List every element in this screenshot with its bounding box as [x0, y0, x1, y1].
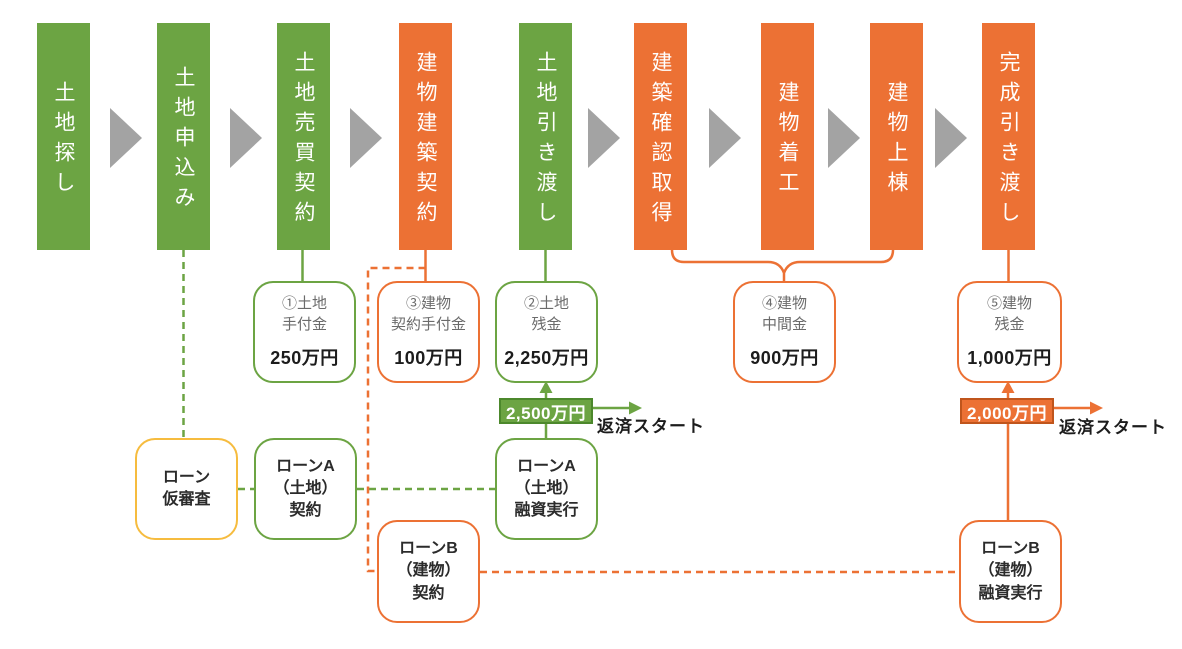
repayment-start-note-b: 返済スタート	[1059, 418, 1167, 437]
payment-label: ④建物中間金	[761, 294, 807, 333]
step-label: 完成引き渡し	[997, 51, 1020, 231]
loan-box-prescreening: ローン 仮審査	[135, 438, 238, 540]
payment-amount: 2,250万円	[504, 348, 589, 369]
repayment-start-note-a: 返済スタート	[597, 417, 705, 436]
flow-arrow-icon	[350, 108, 382, 168]
loan-a-disbursement-amount: 2,500万円	[499, 398, 593, 424]
loan-box-a-execution: ローンA （土地） 融資実行	[495, 438, 598, 540]
payment-amount: 250万円	[270, 348, 339, 369]
payment-amount: 1,000万円	[967, 348, 1052, 369]
payment-box-building-contract-deposit: ③建物契約手付金 100万円	[377, 281, 480, 383]
loan-box-b-contract: ローンB （建物） 契約	[377, 520, 480, 623]
loan-box-b-execution: ローンB （建物） 融資実行	[959, 520, 1062, 623]
payment-box-building-interim: ④建物中間金 900万円	[733, 281, 836, 383]
step-bar-construction-start: 建物着工	[761, 23, 814, 250]
step-label: 建物建築契約	[414, 51, 437, 231]
flow-arrow-icon	[709, 108, 741, 168]
payment-label: ⑤建物残金	[986, 294, 1032, 333]
payment-box-land-deposit: ①土地手付金 250万円	[253, 281, 356, 383]
flow-arrow-icon	[110, 108, 142, 168]
step-label: 土地引き渡し	[534, 51, 557, 231]
step-bar-land-search: 土地探し	[37, 23, 90, 250]
step-bar-land-handover: 土地引き渡し	[519, 23, 572, 250]
step-bar-building-contract: 建物建築契約	[399, 23, 452, 250]
payment-label: ③建物契約手付金	[390, 294, 466, 333]
step-bar-land-sale-contract: 土地売買契約	[277, 23, 330, 250]
step-bar-land-application: 土地申込み	[157, 23, 210, 250]
step-label: 土地探し	[52, 81, 75, 201]
flow-arrow-icon	[828, 108, 860, 168]
step-label: 土地売買契約	[292, 51, 315, 231]
step-label: 土地申込み	[172, 66, 195, 216]
step-bar-completion-handover: 完成引き渡し	[982, 23, 1035, 250]
step-label: 建物着工	[776, 81, 799, 201]
step-bar-roof-raising: 建物上棟	[870, 23, 923, 250]
loan-b-disbursement-amount: 2,000万円	[960, 398, 1054, 424]
flow-arrow-icon	[935, 108, 967, 168]
flow-arrow-icon	[230, 108, 262, 168]
step-label: 建築確認取得	[649, 51, 672, 231]
payment-label: ②土地残金	[523, 294, 569, 333]
loan-box-a-contract: ローンA （土地） 契約	[254, 438, 357, 540]
step-bar-building-permit: 建築確認取得	[634, 23, 687, 250]
payment-box-building-balance: ⑤建物残金 1,000万円	[957, 281, 1062, 383]
step-label: 建物上棟	[885, 81, 908, 201]
payment-amount: 100万円	[394, 348, 463, 369]
payment-label: ①土地手付金	[281, 294, 327, 333]
flow-arrow-icon	[588, 108, 620, 168]
payment-box-land-balance: ②土地残金 2,250万円	[495, 281, 598, 383]
payment-amount: 900万円	[750, 348, 819, 369]
